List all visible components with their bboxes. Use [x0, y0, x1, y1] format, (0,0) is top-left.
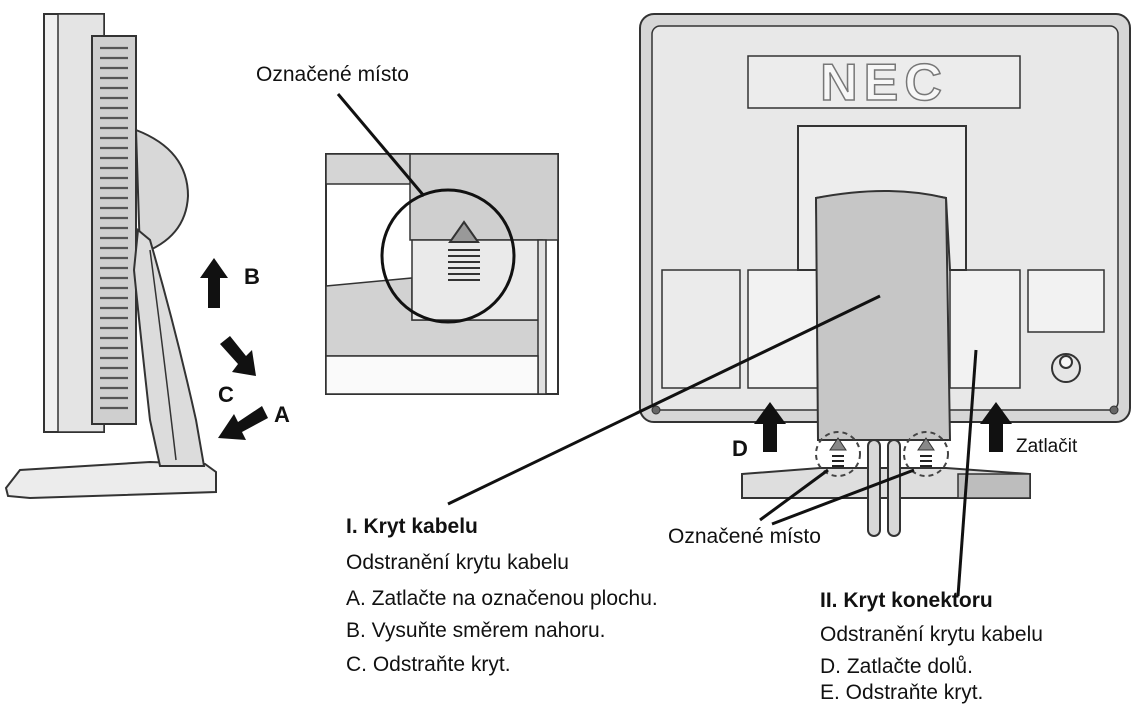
marked-spot-label-bottom: Označené místo: [668, 525, 821, 548]
section1-title: I. Kryt kabelu: [346, 515, 478, 538]
arrow-b: [200, 258, 228, 308]
section2-subtitle: Odstranění krytu kabelu: [820, 623, 1043, 646]
section1-step-c: C. Odstraňte kryt.: [346, 653, 511, 676]
vent-slots: [100, 46, 128, 410]
push-label: Zatlačit: [1016, 436, 1078, 457]
arrow-b-label: B: [244, 264, 260, 289]
arrow-a-label: A: [274, 402, 290, 427]
section1-step-a: A. Zatlačte na označenou plochu.: [346, 587, 658, 610]
section1-subtitle: Odstranění krytu kabelu: [346, 551, 569, 574]
brand-logo: NEC: [820, 54, 948, 112]
arrow-d-push: [754, 402, 786, 452]
arrow-d-label: D: [732, 436, 748, 461]
arrow-push-right: [980, 402, 1012, 452]
section2-title: II. Kryt konektoru: [820, 589, 993, 612]
marked-spot-label-top: Označené místo: [256, 63, 409, 86]
section1-step-b: B. Vysuňte směrem nahoru.: [346, 619, 606, 642]
arrow-c-label: C: [218, 382, 234, 407]
leader-lines: [447, 294, 978, 597]
arrow-c: [220, 336, 256, 376]
arrow-a: [218, 406, 268, 440]
section2-step-d: D. Zatlačte dolů.: [820, 655, 973, 678]
monitor-rear-view: NEC: [639, 13, 1131, 537]
section2-step-e: E. Odstraňte kryt.: [820, 681, 984, 704]
monitor-side-view: [4, 13, 217, 500]
zoom-inset: [325, 93, 559, 395]
